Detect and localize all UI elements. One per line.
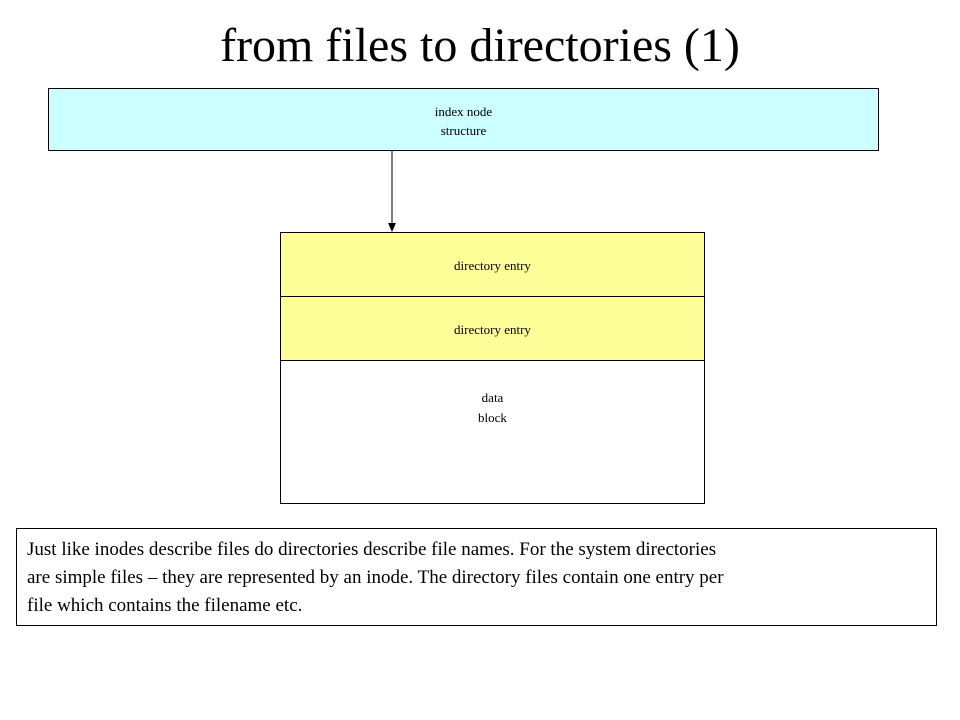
description-line-1: Just like inodes describe files do direc… [27,539,717,560]
slide-title: from files to directories (1) [220,19,740,72]
arrow-head [388,223,396,232]
description-line-2: are simple files – they are represented … [27,567,724,588]
description-line-3: file which contains the filename etc. [27,595,303,616]
data-label-line1: data [481,390,504,405]
description-box: Just like inodes describe files do direc… [16,528,937,626]
inode-label-line1: index node [434,104,493,119]
inode-structure-box: index node structure [48,88,879,151]
inode-label-line2: structure [440,123,487,138]
data-block-area: data block [281,361,704,503]
data-label-line2: block [478,410,507,425]
directory-entry-1: directory entry [281,233,704,297]
directory-entry-2: directory entry [281,297,704,361]
directory-data-block: directory entry directory entry data blo… [280,232,705,504]
